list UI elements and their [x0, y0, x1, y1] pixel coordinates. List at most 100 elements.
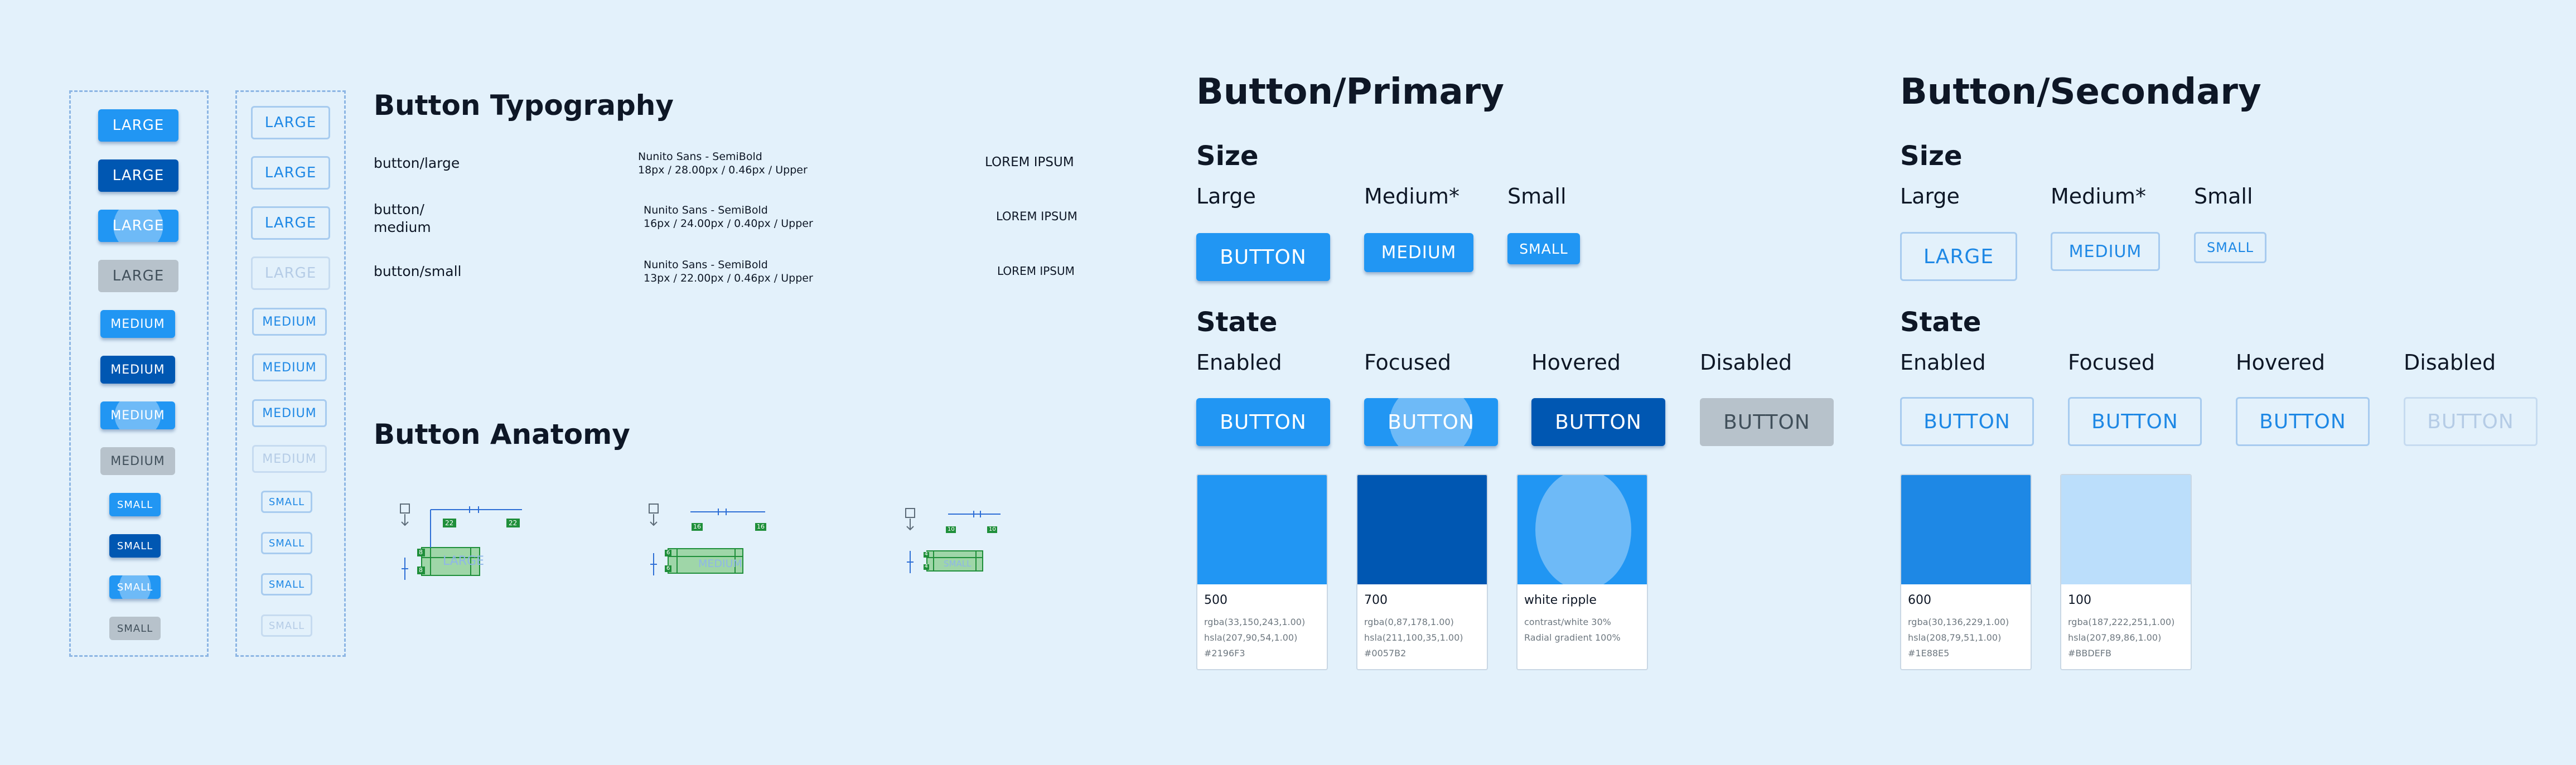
- color-swatch-card-ripple: white ripple contrast/white 30% Radial g…: [1516, 474, 1648, 670]
- color-swatch-card-600: 600 rgba(30,136,229,1.00) hsla(208,79,51…: [1900, 474, 2032, 670]
- anatomy-large: LARGE 22 22 8 8: [397, 502, 531, 585]
- secondary-large-focused-button[interactable]: LARGE: [251, 206, 330, 240]
- swatch-name: white ripple: [1524, 593, 1597, 607]
- swatch-hex: #2196F3: [1204, 648, 1245, 659]
- anatomy-padding-value: 22: [445, 519, 454, 527]
- primary-medium-hovered-button[interactable]: MEDIUM: [100, 356, 175, 384]
- anatomy-padding-value: 22: [509, 519, 518, 527]
- secondary-state-heading: State: [1900, 307, 1981, 338]
- anatomy-vertical-value: 6: [666, 565, 670, 572]
- swatch-hsla: hsla(208,79,51,1.00): [1908, 632, 2002, 643]
- swatch-rgba: rgba(187,222,251,1.00): [2068, 617, 2175, 627]
- swatch-name: 600: [1908, 593, 1931, 607]
- primary-small-hovered-button[interactable]: SMALL: [109, 534, 161, 558]
- swatch-hsla: hsla(207,89,86,1.00): [2068, 632, 2162, 643]
- secondary-hovered-button[interactable]: BUTTON: [2236, 397, 2370, 446]
- secondary-small-focused-button[interactable]: SMALL: [261, 573, 312, 595]
- primary-hovered-button[interactable]: BUTTON: [1531, 398, 1665, 446]
- anatomy-button-label: SMALL: [944, 559, 972, 569]
- secondary-variants-column: [235, 90, 346, 657]
- primary-state-label-hovered: Hovered: [1531, 350, 1621, 375]
- typography-row-sample: LOREM IPSUM: [996, 210, 1077, 223]
- secondary-state-label-disabled: Disabled: [2404, 350, 2496, 375]
- swatch-name: 100: [2068, 593, 2091, 607]
- primary-medium-button[interactable]: MEDIUM: [1364, 233, 1473, 272]
- button-label: MEDIUM: [110, 408, 165, 423]
- primary-medium-disabled-button[interactable]: MEDIUM: [100, 447, 175, 475]
- primary-state-label-focused: Focused: [1364, 350, 1452, 375]
- anatomy-padding-value: 10: [989, 526, 996, 532]
- primary-large-focused-button[interactable]: LARGE: [98, 210, 178, 242]
- secondary-small-button[interactable]: SMALL: [2194, 232, 2266, 263]
- swatch-detail: Radial gradient 100%: [1524, 632, 1621, 643]
- secondary-small-disabled-button[interactable]: SMALL: [261, 614, 312, 637]
- swatch-hsla: hsla(211,100,35,1.00): [1364, 632, 1463, 643]
- secondary-medium-hovered-button[interactable]: MEDIUM: [252, 354, 327, 381]
- primary-small-button[interactable]: SMALL: [1507, 233, 1580, 264]
- anatomy-button-label: LARGE: [443, 554, 485, 568]
- primary-large-enabled-button[interactable]: LARGE: [98, 109, 178, 142]
- primary-medium-focused-button[interactable]: MEDIUM: [100, 401, 175, 429]
- secondary-section-title: Button/Secondary: [1900, 71, 2261, 113]
- swatch-rgba: rgba(33,150,243,1.00): [1204, 617, 1306, 627]
- secondary-disabled-button[interactable]: BUTTON: [2404, 397, 2538, 446]
- typography-row-spec: 13px / 22.00px / 0.46px / Upper: [644, 272, 813, 284]
- secondary-size-label-medium: Medium*: [2051, 184, 2146, 209]
- button-label: BUTTON: [1388, 410, 1475, 434]
- anatomy-vertical-value: 4: [925, 564, 928, 569]
- secondary-size-heading: Size: [1900, 141, 1963, 172]
- primary-large-disabled-button[interactable]: LARGE: [98, 260, 178, 292]
- typography-row-spec: 18px / 28.00px / 0.46px / Upper: [638, 164, 808, 176]
- swatch-hex: #0057B2: [1364, 648, 1407, 659]
- primary-small-disabled-button[interactable]: SMALL: [109, 617, 161, 640]
- typography-row-spec: Nunito Sans - SemiBold: [644, 259, 768, 271]
- primary-small-focused-button[interactable]: SMALL: [109, 575, 161, 599]
- anatomy-vertical-value: 8: [419, 567, 423, 574]
- primary-enabled-button[interactable]: BUTTON: [1196, 398, 1330, 446]
- primary-state-label-disabled: Disabled: [1700, 350, 1792, 375]
- secondary-medium-enabled-button[interactable]: MEDIUM: [252, 308, 327, 336]
- primary-large-button[interactable]: BUTTON: [1196, 233, 1330, 281]
- primary-variants-column: [69, 90, 209, 657]
- secondary-small-hovered-button[interactable]: SMALL: [261, 532, 312, 554]
- typography-row-spec: Nunito Sans - SemiBold: [638, 151, 762, 163]
- primary-size-label-large: Large: [1196, 184, 1256, 209]
- color-swatch-card-100: 100 rgba(187,222,251,1.00) hsla(207,89,8…: [2060, 474, 2192, 670]
- anatomy-vertical-value: 8: [419, 549, 423, 556]
- typography-row-name: button/small: [374, 263, 462, 279]
- secondary-large-disabled-button[interactable]: LARGE: [251, 256, 330, 290]
- anatomy-medium: MEDIUM 16 16 6 6: [646, 502, 780, 585]
- color-swatch-card-500: 500 rgba(33,150,243,1.00) hsla(207,90,54…: [1196, 474, 1328, 670]
- swatch-detail: contrast/white 30%: [1524, 617, 1611, 627]
- secondary-small-enabled-button[interactable]: SMALL: [261, 491, 312, 513]
- button-label: LARGE: [112, 217, 165, 234]
- secondary-enabled-button[interactable]: BUTTON: [1900, 397, 2034, 446]
- primary-focused-button[interactable]: BUTTON: [1364, 398, 1498, 446]
- anatomy-padding-value: 16: [693, 523, 701, 530]
- secondary-medium-disabled-button[interactable]: MEDIUM: [252, 445, 327, 473]
- primary-size-label-small: Small: [1507, 184, 1567, 209]
- secondary-medium-button[interactable]: MEDIUM: [2051, 232, 2160, 271]
- swatch-hsla: hsla(207,90,54,1.00): [1204, 632, 1298, 643]
- primary-medium-enabled-button[interactable]: MEDIUM: [100, 310, 175, 338]
- anatomy-diagram: [649, 503, 766, 575]
- secondary-large-enabled-button[interactable]: LARGE: [251, 106, 330, 139]
- button-label: SMALL: [117, 581, 153, 593]
- primary-small-enabled-button[interactable]: SMALL: [109, 493, 161, 516]
- secondary-focused-button[interactable]: BUTTON: [2068, 397, 2202, 446]
- secondary-large-button[interactable]: LARGE: [1900, 232, 2017, 281]
- secondary-size-label-large: Large: [1900, 184, 1960, 209]
- secondary-medium-focused-button[interactable]: MEDIUM: [252, 399, 327, 427]
- typography-row-spec: Nunito Sans - SemiBold: [644, 204, 768, 216]
- typography-row-name-text: button/ medium: [374, 201, 431, 235]
- anatomy-padding-value: 16: [757, 523, 765, 530]
- typography-title: Button Typography: [374, 89, 674, 122]
- secondary-large-hovered-button[interactable]: LARGE: [251, 156, 330, 190]
- ripple-shape: [1535, 475, 1631, 584]
- primary-large-hovered-button[interactable]: LARGE: [98, 159, 178, 192]
- swatch-hex: #BBDEFB: [2068, 648, 2111, 659]
- typography-row-name: button/large: [374, 155, 460, 171]
- primary-disabled-button[interactable]: BUTTON: [1700, 398, 1834, 446]
- anatomy-title: Button Anatomy: [374, 418, 630, 451]
- swatch-hex: #1E88E5: [1908, 648, 1950, 659]
